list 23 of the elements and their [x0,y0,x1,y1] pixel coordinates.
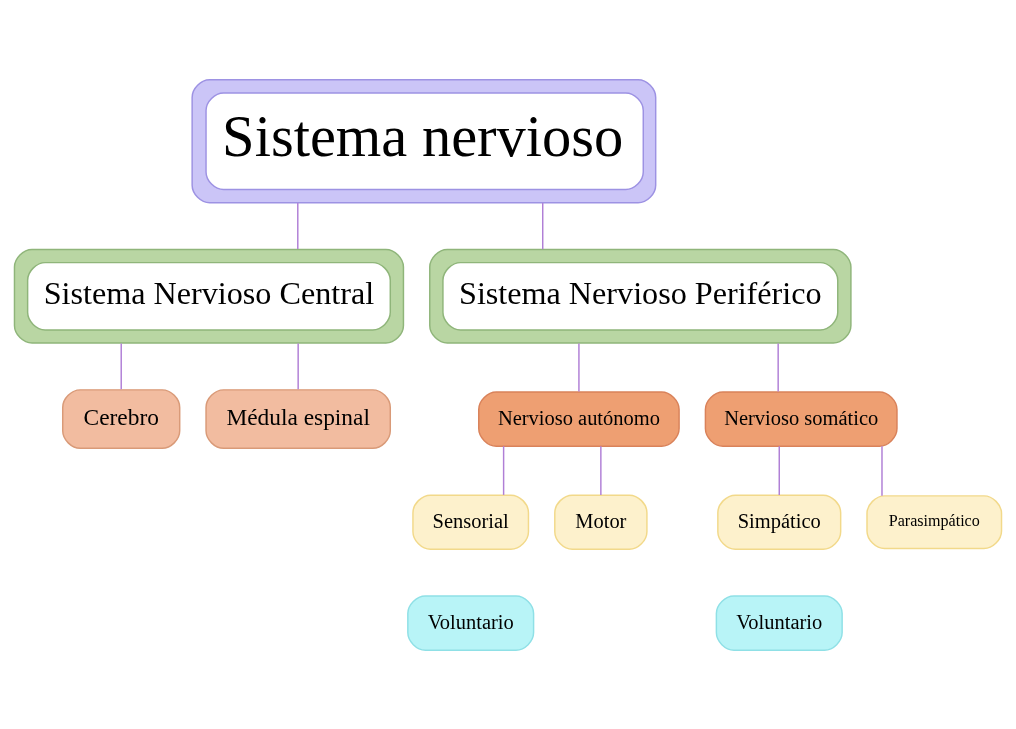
connector [120,342,122,390]
node-box: Sensorial [412,493,530,550]
node-box: Médula espinal [205,388,391,449]
node-box: Nervioso somático [704,390,898,447]
node-box: Voluntario [715,594,843,651]
connector [778,444,780,496]
connector [777,342,779,392]
connector [542,201,544,250]
node-box: Sistema Nervioso Periférico [429,248,852,344]
node-box: Sistema Nervioso Central [13,248,405,344]
connector [502,444,505,496]
connector [578,342,580,392]
node-box: Voluntario [407,594,535,651]
connector [297,342,299,390]
connector [600,444,602,496]
node-box: Simpático [717,493,842,550]
connector [881,444,883,496]
node-box: Nervioso autónomo [478,390,680,447]
node-box: Parasimpático [866,494,1003,549]
node-box: Motor [554,493,648,550]
connector [297,201,299,250]
node-box: Cerebro [62,388,181,449]
node-box: Sistema nervioso [191,78,657,203]
